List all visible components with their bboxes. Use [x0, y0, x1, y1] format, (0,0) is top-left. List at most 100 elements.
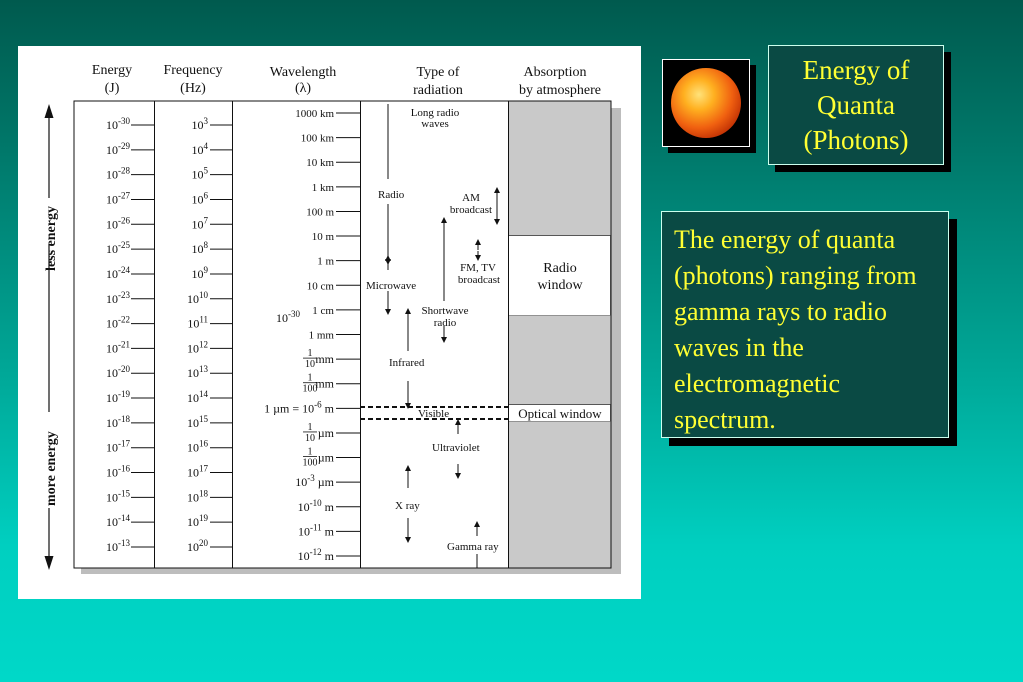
energy-tick-label: 10-17​: [106, 439, 130, 455]
xray-label: X ray: [395, 500, 420, 512]
wavelength-frac-num: 1: [308, 422, 313, 433]
header-frequency-1: Frequency: [163, 63, 222, 78]
radio-window-band: [508, 235, 611, 316]
frequency-tick-label: 105​: [192, 166, 209, 182]
energy-tick-label: 10-26​: [106, 215, 130, 231]
wavelength-tick-label: 10 m: [312, 231, 335, 243]
wavelength-tick-label: 1 m: [317, 256, 334, 268]
fm-label-2: broadcast: [458, 274, 500, 286]
less-energy-label: less energy: [44, 206, 59, 271]
wavelength-frac-num: 1: [308, 447, 313, 458]
energy-tick-label: 10-15​: [106, 488, 130, 504]
frequency-tick-label: 107​: [192, 215, 209, 231]
ultraviolet-label: Ultraviolet: [432, 442, 480, 454]
absorption-opaque-3: [508, 421, 611, 568]
wavelength-frac-unit: µm: [318, 426, 335, 440]
frequency-tick-label: 1013​: [187, 364, 209, 380]
frequency-tick-label: 1010​: [187, 290, 209, 306]
gamma-label: Gamma ray: [447, 541, 499, 553]
header-type-2: radiation: [413, 83, 463, 98]
energy-tick-label: 10-23​: [106, 290, 130, 306]
energy-tick-label: 10-21​: [106, 339, 130, 355]
microwave-label: Microwave: [366, 280, 416, 292]
wavelength-tick-label: 10 km: [306, 157, 334, 169]
header-frequency-2: (Hz): [180, 81, 206, 96]
long-radio-label-1: Long radio: [411, 107, 460, 119]
header-absorption-2: by atmosphere: [519, 83, 601, 98]
wavelength-tick-label: 100 km: [301, 133, 335, 145]
frequency-tick-label: 104​: [192, 141, 209, 157]
frequency-tick-group: 103​ 104​ 105​ 106​ 107​ 108​ 109​ 1010​ 1011​ 10…: [187, 116, 232, 554]
wavelength-tick-label: 100 m: [306, 206, 334, 218]
radio-window-label-1: Radio: [543, 261, 576, 276]
wavelength-tick-label: 10-3 µm: [295, 473, 334, 489]
visible-label: Visible: [418, 408, 449, 420]
header-wavelength-2: (λ): [295, 81, 311, 96]
energy-tick-group: 10-30​ 10-29​ 10-28​ 10-27​ 10-26​ 10-25​ 10-2…: [106, 116, 154, 554]
wavelength-frac-den: 10: [305, 433, 315, 444]
energy-tick-label: 10-18​: [106, 414, 130, 430]
wavelength-tick-label: 10 cm: [307, 280, 335, 292]
energy-tick-label: 10-30​: [106, 116, 130, 132]
frequency-tick-label: 1012​: [187, 339, 208, 355]
wavelength-frac-den: 10: [305, 359, 315, 370]
wavelength-frac-den: 100: [303, 384, 318, 395]
wavelength-frac-num: 1: [308, 348, 313, 359]
energy-tick-label: 10-14​: [106, 513, 130, 529]
energy-tick-label: 10-22​: [106, 315, 130, 331]
wavelength-frac-unit: mm: [315, 377, 334, 391]
wavelength-tick-label: 10-10 m: [298, 498, 335, 514]
frequency-tick-label: 103​: [192, 116, 209, 132]
wavelength-tick-label: 1 µm = 10-6 m: [264, 399, 335, 415]
wavelength-frac-unit: µm: [318, 451, 335, 465]
radio-label: Radio: [378, 189, 405, 201]
sun-image: [662, 59, 750, 147]
wavelength-tick-label: 1000 km: [295, 108, 334, 120]
header-energy-1: Energy: [92, 63, 132, 78]
sun-disc: [671, 68, 741, 138]
energy-tick-label: 10-19​: [106, 389, 130, 405]
stray-power-label: 10-30: [276, 309, 300, 325]
energy-tick-label: 10-29​: [106, 141, 130, 157]
energy-tick-label: 10-20​: [106, 364, 130, 380]
wavelength-tick-label: 10-11 m: [298, 522, 335, 538]
long-radio-label-2: waves: [421, 118, 449, 130]
frequency-tick-label: 1017​: [187, 464, 209, 480]
header-wavelength-1: Wavelength: [270, 65, 337, 80]
energy-tick-label: 10-25​: [106, 240, 130, 256]
frequency-tick-label: 1018​: [187, 488, 209, 504]
frequency-tick-label: 1015​: [187, 414, 209, 430]
radio-window-label-2: window: [537, 278, 583, 293]
wavelength-tick-label: 1 mm: [309, 330, 335, 342]
energy-tick-label: 10-24​: [106, 265, 130, 281]
radiation-arrows: [385, 104, 500, 568]
optical-window-label: Optical window: [518, 406, 602, 421]
frequency-tick-label: 1014​: [187, 389, 209, 405]
frequency-tick-label: 1016​: [187, 439, 209, 455]
energy-tick-label: 10-28​: [106, 166, 130, 182]
frequency-tick-label: 108​: [192, 240, 209, 256]
title-box: Energy of Quanta (Photons): [768, 45, 944, 165]
frequency-tick-label: 106​: [192, 190, 209, 206]
infrared-label: Infrared: [389, 357, 425, 369]
spectrum-chart-panel: Energy (J) Frequency (Hz) Wavelength (λ)…: [18, 46, 641, 599]
wavelength-frac-unit: mm: [315, 352, 334, 366]
absorption-opaque-1: [508, 101, 611, 236]
description-text: The energy of quanta (photons) ranging f…: [674, 225, 917, 434]
header-energy-2: (J): [105, 81, 120, 96]
shortwave-label-1: Shortwave: [421, 305, 468, 317]
frequency-tick-label: 109​: [192, 265, 209, 281]
page-title: Energy of Quanta (Photons): [802, 54, 910, 155]
shortwave-label-2: radio: [434, 317, 457, 329]
wavelength-tick-label: 10-12 m: [298, 547, 335, 563]
energy-tick-label: 10-13​: [106, 538, 130, 554]
frequency-tick-label: 1011​: [187, 315, 208, 331]
spectrum-chart: Energy (J) Frequency (Hz) Wavelength (λ)…: [44, 63, 621, 574]
energy-tick-label: 10-27​: [106, 190, 130, 206]
frequency-tick-label: 1020​: [187, 538, 209, 554]
energy-tick-label: 10-16​: [106, 464, 130, 480]
wavelength-tick-label: 1 cm: [312, 305, 334, 317]
more-energy-label: more energy: [44, 431, 59, 506]
frequency-tick-label: 1019​: [187, 513, 209, 529]
